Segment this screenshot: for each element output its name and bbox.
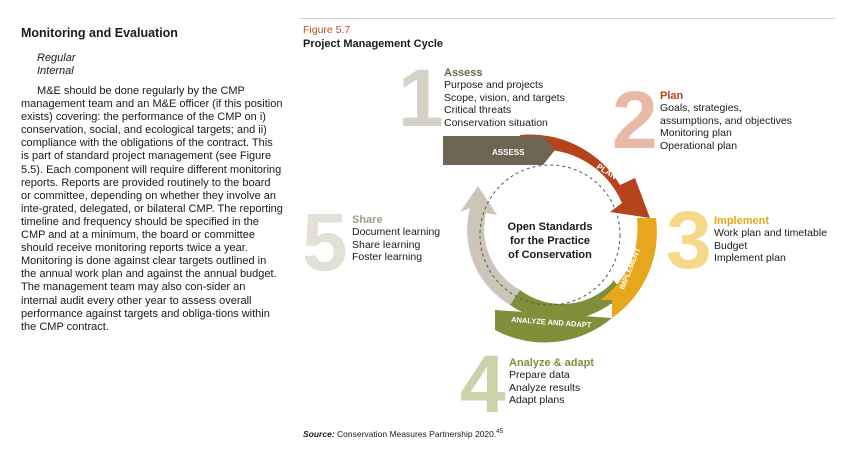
step-analyze: Analyze & adapt Prepare data Analyze res…: [509, 357, 594, 407]
step-plan: Plan Goals, strategies, assumptions, and…: [660, 90, 792, 152]
step-plan-item: assumptions, and objectives: [660, 114, 792, 127]
subtitle-regular: Regular: [37, 52, 76, 64]
step-share-item: Foster learning: [352, 251, 423, 264]
step-number-1: 1: [398, 53, 444, 144]
step-assess-item: Critical threats: [444, 104, 512, 117]
step-number-5: 5: [302, 197, 348, 288]
step-assess-item: Conservation situation: [444, 116, 548, 129]
step-share-title: Share: [352, 214, 383, 226]
center-dashed-circle: [479, 164, 621, 306]
step-plan-item: Monitoring plan: [660, 127, 732, 140]
arrow-share: [460, 186, 520, 305]
step-number-2: 2: [612, 75, 658, 166]
step-assess-title: Assess: [444, 67, 483, 79]
subtitle-internal: Internal: [37, 65, 74, 77]
arrow-assess: [443, 136, 555, 165]
step-number-4: 4: [460, 339, 506, 430]
step-implement-item: Implement plan: [714, 252, 786, 265]
step-implement-item: Work plan and timetable: [714, 227, 828, 240]
figure-label: Figure 5.7: [303, 24, 351, 36]
step-plan-item: Goals, strategies,: [660, 102, 742, 115]
step-analyze-item: Prepare data: [509, 369, 570, 382]
arrow-analyze-band: [495, 310, 612, 343]
step-share-item: Share learning: [352, 238, 421, 251]
figure-title: Project Management Cycle: [303, 38, 443, 50]
step-assess-item: Scope, vision, and targets: [444, 91, 565, 104]
center-line-3: of Conservation: [508, 249, 592, 261]
figure-source: Source: Conservation Measures Partnershi…: [303, 429, 503, 439]
arrow-implement: [600, 218, 657, 318]
label-assess-arrow: ASSESS: [492, 148, 525, 157]
step-share-item: Document learning: [352, 226, 441, 239]
source-ref: 45: [496, 429, 503, 436]
step-implement: Implement Work plan and timetable Budget…: [714, 215, 827, 265]
step-analyze-item: Analyze results: [509, 381, 581, 394]
step-analyze-item: Adapt plans: [509, 394, 565, 407]
step-plan-item: Operational plan: [660, 139, 738, 152]
center-line-1: Open Standards: [508, 221, 593, 233]
center-line-2: for the Practice: [510, 235, 590, 247]
step-share: Share Document learning Share learning F…: [352, 214, 440, 264]
source-text: Conservation Measures Partnership 2020.: [334, 429, 497, 439]
source-label: Source:: [303, 429, 335, 439]
step-implement-item: Budget: [714, 239, 748, 252]
step-assess-item: Purpose and projects: [444, 79, 544, 92]
step-implement-title: Implement: [714, 215, 770, 227]
step-analyze-title: Analyze & adapt: [509, 357, 594, 369]
left-column: Monitoring and Evaluation Regular Intern…: [21, 26, 283, 334]
figure-divider: [300, 18, 835, 19]
step-assess: Assess Purpose and projects Scope, visio…: [444, 67, 565, 129]
step-number-3: 3: [666, 195, 712, 286]
label-share-arrow: SHARE: [447, 246, 464, 274]
section-heading: Monitoring and Evaluation: [21, 26, 178, 40]
body-paragraph: M&E should be done regularly by the CMP …: [21, 85, 283, 333]
arrow-analyze: [510, 283, 624, 321]
step-plan-title: Plan: [660, 90, 684, 102]
